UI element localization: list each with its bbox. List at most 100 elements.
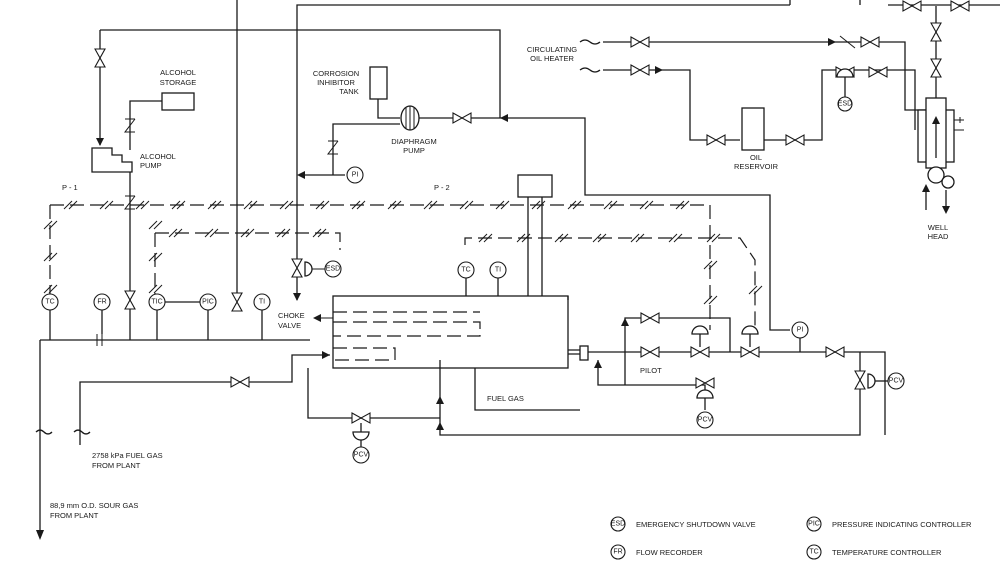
pcv-valve-right[interactable]	[854, 370, 866, 390]
hatch-mark	[668, 233, 678, 243]
fuel-outlet-valve[interactable]	[825, 346, 845, 358]
svg-text:INHIBITOR: INHIBITOR	[317, 78, 355, 87]
hatch-mark	[531, 200, 541, 210]
hatch-mark	[153, 252, 163, 262]
hatch-mark	[459, 200, 469, 210]
fuel-control-valve-2[interactable]	[740, 346, 760, 358]
alcohol-pump-label-1: ALCOHOL	[140, 152, 176, 161]
svg-text:STORAGE: STORAGE	[160, 78, 197, 87]
wellhead-label-2: HEAD	[928, 232, 949, 241]
hatch-mark	[204, 228, 214, 238]
diaphragm-label-1: DIAPHRAGM	[391, 137, 436, 146]
choke-label-1: CHOKE	[278, 311, 305, 320]
p2-label: P - 2	[434, 183, 450, 192]
pcv-label-2: PCV	[889, 378, 904, 385]
wellhead-label-1: WELL	[928, 223, 948, 232]
legend-pic-tag: PIC	[808, 521, 820, 528]
tic-label: TIC	[151, 299, 162, 306]
svg-text:DIAPHRAGM: DIAPHRAGM	[391, 137, 436, 146]
legend-pic-text: PRESSURE INDICATING CONTROLLER	[832, 520, 972, 529]
signal-hatches	[43, 200, 763, 305]
pcv-label-1: PCV	[698, 417, 713, 424]
line-heater	[332, 295, 569, 369]
reservoir-in-valve[interactable]	[706, 134, 726, 146]
hatch-mark	[703, 295, 713, 305]
hatch-mark	[207, 200, 217, 210]
corrosion-inhibitor-tank	[369, 66, 388, 100]
pcv-valve-lower[interactable]	[351, 412, 371, 424]
hatch-mark	[209, 228, 219, 238]
p1-signal-line	[50, 204, 711, 330]
wellhead-valve-2[interactable]	[930, 58, 942, 78]
pic-valve[interactable]	[231, 292, 243, 312]
hatch-mark	[559, 233, 569, 243]
heater-return-valve[interactable]	[860, 36, 880, 48]
legend-pic-bubble	[806, 516, 822, 532]
hatch-mark	[320, 200, 330, 210]
alcohol-injection-valve[interactable]	[124, 290, 136, 310]
inhibitor-valve[interactable]	[452, 112, 472, 124]
svg-text:TANK: TANK	[339, 87, 358, 96]
hatch-mark	[176, 200, 186, 210]
wellhead-valve-1[interactable]	[930, 22, 942, 42]
fuel-gas-inlet-valve[interactable]	[230, 376, 250, 388]
legend-tc-bubble	[806, 544, 822, 560]
hatch-mark	[284, 200, 294, 210]
fuel-iso-valve-1[interactable]	[640, 346, 660, 358]
fr-label: FR	[97, 299, 106, 306]
hatch-mark	[48, 284, 58, 294]
oil-reservoir	[741, 107, 765, 151]
fuel-gas-inlet	[79, 354, 330, 445]
hatch-mark	[140, 200, 150, 210]
alcohol-isolation-valve[interactable]	[94, 48, 106, 68]
hatch-mark	[708, 295, 718, 305]
svg-text:CORROSION: CORROSION	[313, 69, 359, 78]
hatch-mark	[245, 228, 255, 238]
heater-supply-valve[interactable]	[630, 36, 650, 48]
tc-label-1: TC	[45, 299, 54, 306]
hatch-mark	[478, 233, 488, 243]
hatch-mark	[248, 200, 258, 210]
hatch-mark	[673, 233, 683, 243]
hatch-mark	[635, 233, 645, 243]
hatch-mark	[521, 233, 531, 243]
top-valve-1[interactable]	[902, 0, 922, 12]
hatch-mark	[43, 284, 53, 294]
heater-iso-valve[interactable]	[868, 66, 888, 78]
fuel-control-valve-1[interactable]	[690, 346, 710, 358]
hatch-mark	[63, 200, 73, 210]
esd-label-1: ESD	[838, 101, 852, 108]
legend-tc-text: TEMPERATURE CONTROLLER	[832, 548, 942, 557]
choke-label-2: VALVE	[278, 321, 301, 330]
corrosion-label-1: CORROSION	[313, 69, 359, 78]
hatch-mark	[148, 220, 158, 230]
bypass-valve[interactable]	[640, 312, 660, 324]
hatch-mark	[276, 228, 286, 238]
reservoir-out-valve[interactable]	[785, 134, 805, 146]
fuel-source-label-2: FROM PLANT	[92, 461, 141, 470]
svg-text:WELL: WELL	[928, 223, 948, 232]
hatch-mark	[423, 200, 433, 210]
esd-actuator	[836, 68, 854, 85]
hatch-mark	[153, 220, 163, 230]
hatch-mark	[483, 233, 493, 243]
alcohol-storage-tank	[161, 92, 195, 111]
hatch-mark	[680, 200, 690, 210]
hatch-mark	[592, 233, 602, 243]
esd-label-2: ESD	[326, 266, 340, 273]
svg-text:CIRCULATING: CIRCULATING	[527, 45, 577, 54]
heater-stack	[517, 174, 553, 198]
esd-inlet-valve[interactable]	[291, 258, 303, 278]
hatch-mark	[104, 200, 114, 210]
hatch-mark	[572, 200, 582, 210]
heater-loop-valve[interactable]	[630, 64, 650, 76]
hatch-mark	[603, 200, 613, 210]
legend-fr-bubble	[610, 544, 626, 560]
legend-fr-tag: FR	[613, 549, 622, 556]
hatch-mark	[706, 233, 716, 243]
sour-source-label-2: FROM PLANT	[50, 511, 99, 520]
hatch-mark	[711, 233, 721, 243]
top-valve-2[interactable]	[950, 0, 970, 12]
pi-label-2: PI	[797, 327, 804, 334]
